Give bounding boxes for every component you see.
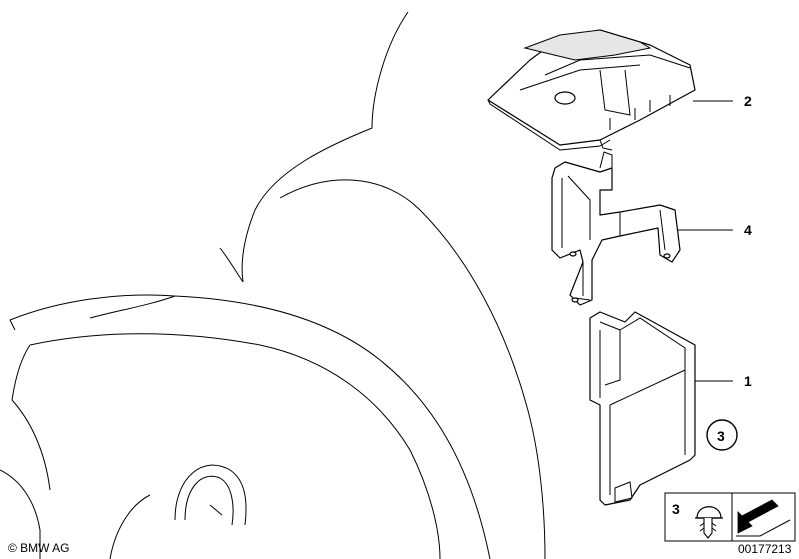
circled-callout-3: 3	[706, 419, 738, 451]
legend-item-number: 3	[672, 501, 680, 517]
part-1-cover	[589, 311, 696, 506]
image-number: 00177213	[738, 542, 792, 556]
legend-box: 3	[664, 492, 796, 542]
copyright-text: © BMW AG	[8, 541, 70, 555]
callout-4-number: 4	[744, 222, 752, 238]
vehicle-body-outline	[0, 11, 546, 559]
callout-2-number: 2	[744, 93, 752, 109]
part-4-bracket	[551, 151, 681, 306]
clip-rivet-icon	[695, 506, 723, 539]
part-2-tray	[487, 29, 696, 151]
direction-arrow-icon	[736, 499, 791, 537]
callout-1-number: 1	[744, 373, 752, 389]
circled-callout-number: 3	[717, 428, 725, 444]
